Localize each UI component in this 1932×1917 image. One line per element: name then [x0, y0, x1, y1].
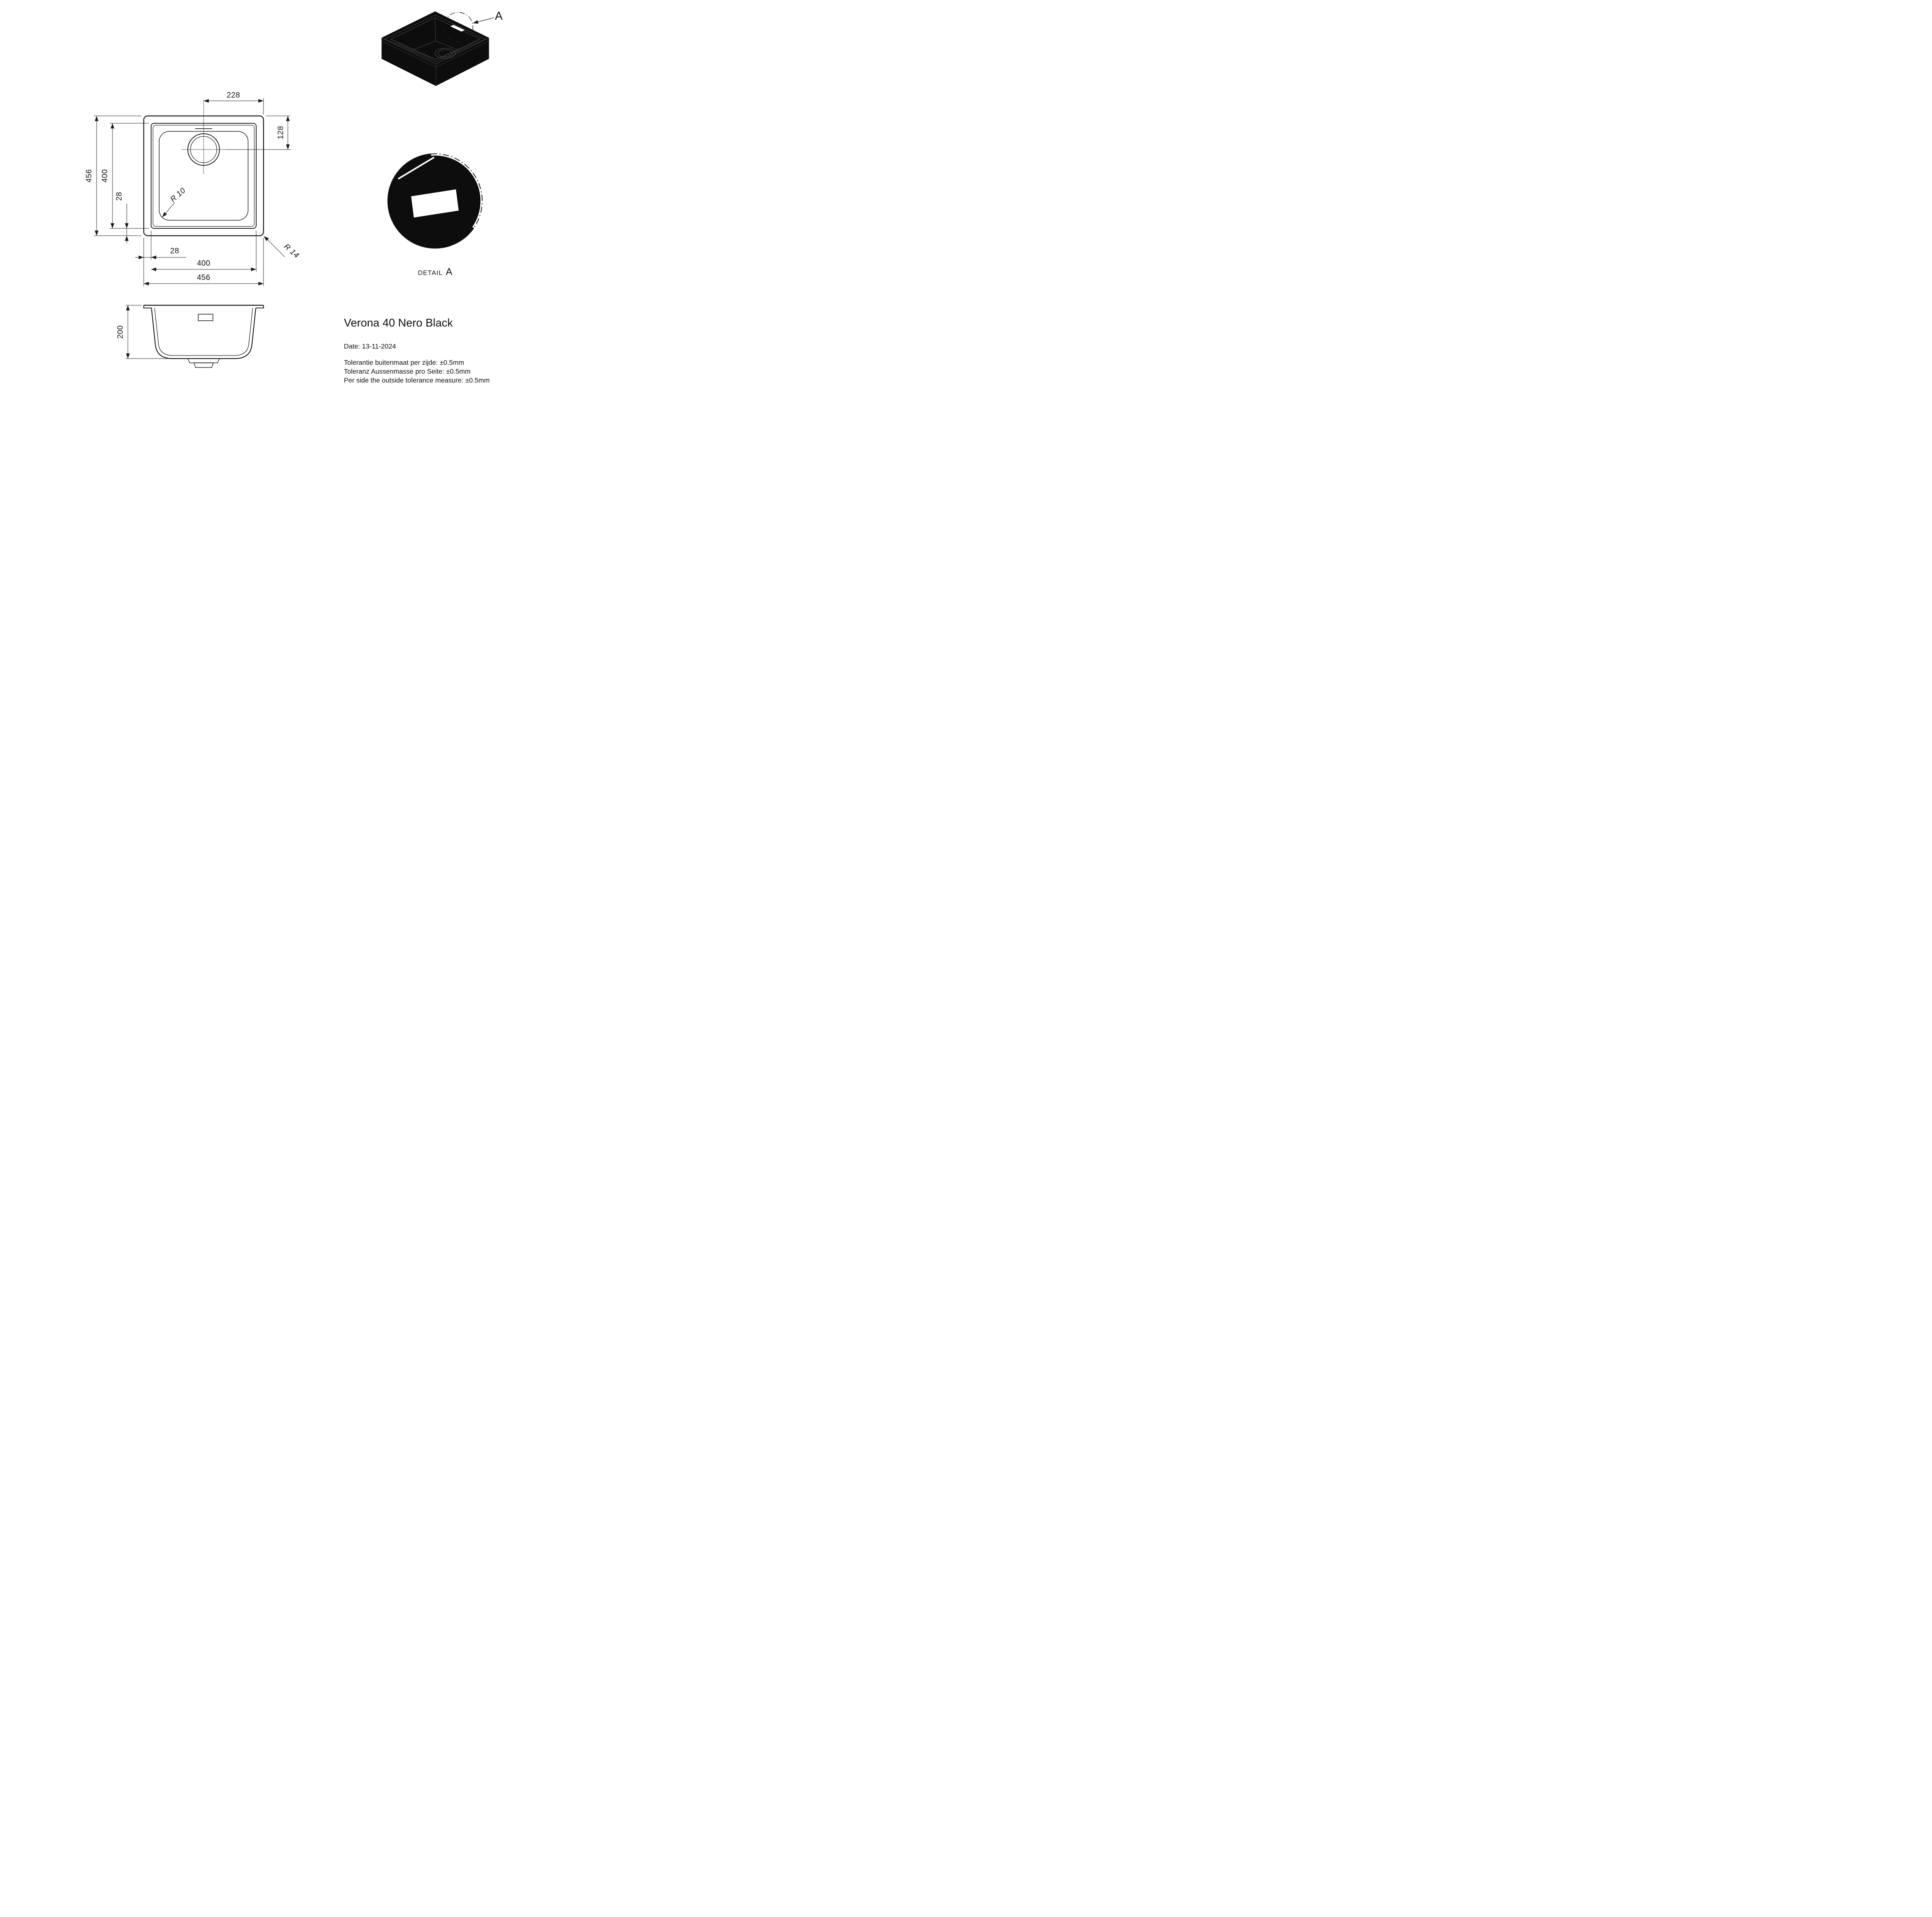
plan-view-outline — [143, 100, 264, 236]
drawing-linework — [94, 11, 494, 368]
detail-a-leader — [473, 17, 494, 24]
dim-label-400-bottom: 400 — [197, 259, 211, 268]
dim-label-228: 228 — [226, 91, 240, 100]
iso-drain-ring — [435, 48, 456, 59]
detail-caption-word: DETAIL — [418, 269, 443, 277]
detail-phantom-boundary — [431, 153, 483, 228]
body-outer-wall — [151, 308, 257, 359]
overflow-slot-side — [198, 314, 213, 321]
tolerance-notes: Tolerantie buitenmaat per zijde: ±0.5mm … — [344, 358, 490, 383]
dim-label-28-left: 28 — [115, 192, 124, 201]
title-block: Verona 40 Nero Black — [344, 317, 453, 330]
leader-r10 — [162, 202, 175, 218]
product-title: Verona 40 Nero Black — [344, 317, 453, 329]
side-view-outline — [143, 304, 264, 368]
iso-bowl-floor — [412, 41, 459, 60]
tolerance-line-en: Per side the outside tolerance measure: … — [344, 376, 490, 383]
iso-overflow-hole — [450, 25, 465, 32]
detail-a-view — [387, 152, 484, 249]
dim-label-128: 128 — [276, 126, 285, 139]
body-inner-wall — [154, 308, 253, 356]
side-view-dimensions — [126, 305, 170, 359]
plan-view-dimensions — [94, 98, 291, 286]
drain-fitting-lower — [193, 362, 214, 368]
detail-marker-a: A — [495, 10, 503, 22]
detail-caption: DETAIL A — [418, 267, 452, 278]
iso-view — [381, 11, 494, 86]
detail-boundary-circle — [443, 12, 473, 42]
date-line: Date: 13-11-2024 — [344, 342, 396, 350]
detail-rim-highlight — [398, 157, 434, 179]
tolerance-line-nl: Tolerantie buitenmaat per zijde: ±0.5mm — [344, 359, 464, 366]
dim-label-456-left: 456 — [85, 169, 94, 183]
dim-label-456-bottom: 456 — [197, 273, 211, 282]
leader-r14 — [264, 236, 285, 257]
technical-drawing-page: 228 128 456 400 28 R 10 R 14 28 400 456 … — [0, 0, 542, 383]
dim-label-200: 200 — [116, 325, 125, 339]
dim-label-28-bottom: 28 — [170, 247, 179, 255]
dim-label-400-left: 400 — [100, 169, 109, 183]
detail-caption-letter: A — [446, 266, 452, 277]
tolerance-line-de: Toleranz Aussenmasse pro Seite: ±0.5mm — [344, 367, 471, 375]
drain-fitting-upper — [187, 358, 220, 363]
detail-overflow-hole — [411, 189, 459, 218]
